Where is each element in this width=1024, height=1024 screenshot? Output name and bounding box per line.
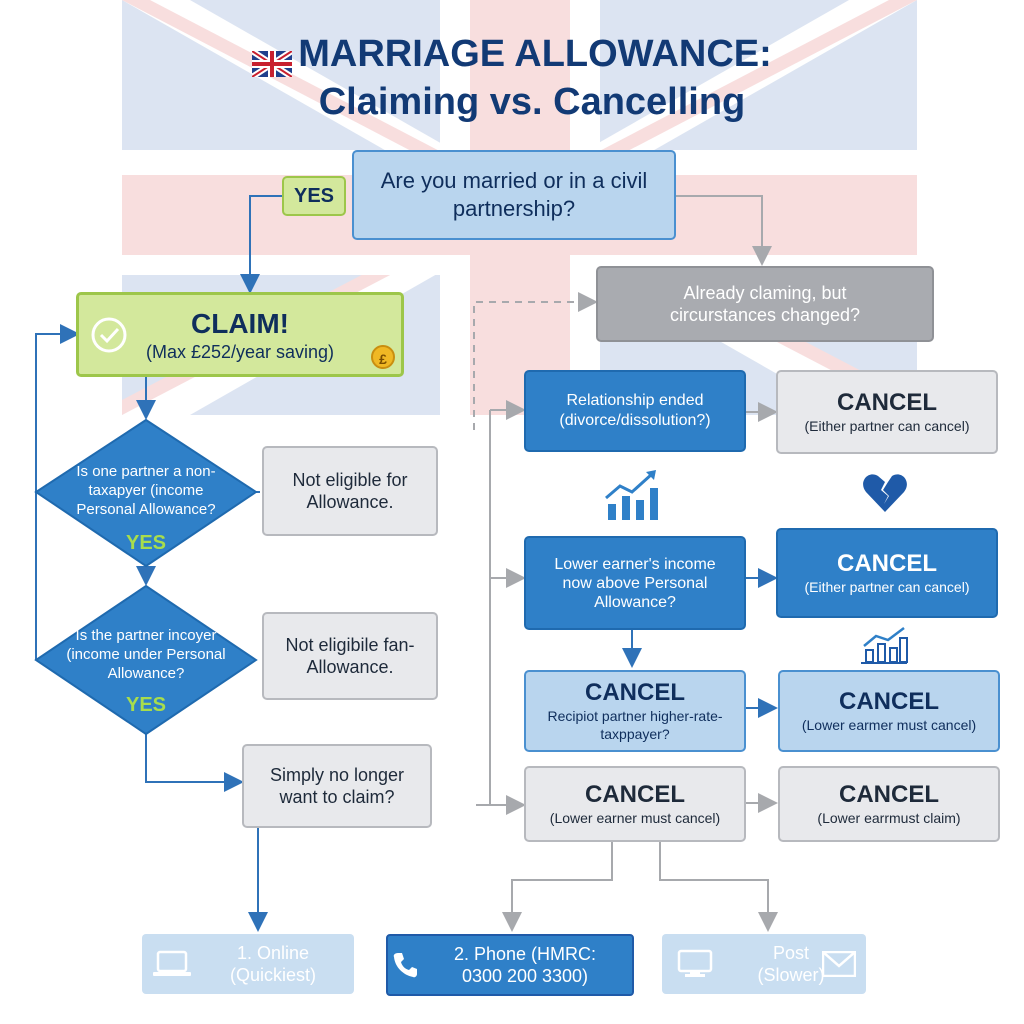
decision-diamond-1 — [34, 418, 258, 568]
cancel-box-5[interactable]: CANCEL (Lower earner must cancel) — [524, 766, 746, 842]
lower-income-box[interactable]: Lower earner's income now above Personal… — [524, 536, 746, 630]
claim-box[interactable]: CLAIM! (Max £252/year saving) £ — [76, 292, 404, 377]
q1-not-eligible-box[interactable]: Not eligible for Allowance. — [262, 446, 438, 536]
relationship-ended-box[interactable]: Relationship ended (divorce/dissolution?… — [524, 370, 746, 452]
q2-yes: YES — [125, 694, 167, 716]
claim-title: CLAIM! — [191, 307, 289, 339]
already-claiming-box[interactable]: Already claming, but circurstances chang… — [596, 266, 934, 342]
start-question-text: Are you married or in a civil partnershi… — [380, 168, 648, 221]
claim-subtitle: (Max £252/year saving) — [145, 341, 335, 362]
uk-flag-icon — [250, 43, 294, 80]
title-line-2: Claiming vs. Cancelling — [318, 81, 746, 123]
growth-chart-icon-1 — [602, 468, 660, 522]
laptop-icon — [152, 949, 192, 979]
title-line-1: MARRIAGE ALLOWANCE: — [0, 32, 1024, 80]
q1-yes: YES — [125, 532, 167, 554]
method-post[interactable]: Post (Slower) — [662, 934, 866, 994]
growth-chart-icon-2 — [860, 624, 910, 664]
cancel-box-3[interactable]: CANCEL Recipiot partner higher-rate-taxp… — [524, 670, 746, 752]
cancel-box-6[interactable]: CANCEL (Lower earrmust claim) — [778, 766, 1000, 842]
phone-icon — [392, 951, 418, 979]
q1-text: Is one partner a non-taxapyer (income Pe… — [76, 463, 216, 518]
method-online[interactable]: 1. Online (Quickiest) — [142, 934, 354, 994]
q2-not-eligible-box[interactable]: Not eligibile fan-Allowance. — [262, 612, 438, 700]
cancel-box-1[interactable]: CANCEL (Either partner can cancel) — [776, 370, 998, 454]
start-yes-tag: YES — [282, 176, 346, 216]
pound-coin-icon: £ — [371, 345, 395, 369]
cancel-box-4[interactable]: CANCEL (Lower earmer must cancel) — [778, 670, 1000, 752]
broken-heart-icon — [862, 472, 908, 514]
start-question-box[interactable]: Are you married or in a civil partnershi… — [352, 150, 676, 240]
decision-diamond-2 — [34, 584, 258, 736]
no-longer-claim-box[interactable]: Simply no longer want to claim? — [242, 744, 432, 828]
cancel-box-2[interactable]: CANCEL (Either partner can cancel) — [776, 528, 998, 618]
method-phone[interactable]: 2. Phone (HMRC: 0300 200 3300) — [386, 934, 634, 996]
check-icon — [89, 315, 129, 355]
monitor-icon — [676, 949, 716, 979]
envelope-icon — [821, 950, 857, 978]
q2-text: Is the partner incoyer (income under Per… — [66, 627, 226, 682]
